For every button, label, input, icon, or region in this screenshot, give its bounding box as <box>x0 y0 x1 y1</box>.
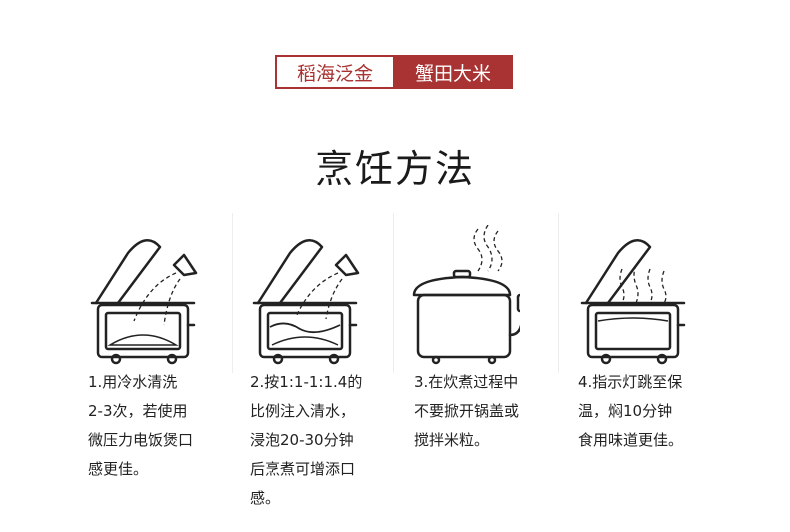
step-1-instruction: 1.用冷水清洗 2-3次，若使用 微压力电饭煲口 感更佳。 <box>88 373 194 478</box>
rice-cooker-pour-icon <box>90 239 198 365</box>
brand-banner: 稻海泛金 蟹田大米 <box>275 55 513 89</box>
slogan-label: 稻海泛金 <box>275 55 393 89</box>
product-name-label: 蟹田大米 <box>393 55 513 89</box>
step-3-instruction: 3.在炊煮过程中 不要掀开锅盖或 搅拌米粒。 <box>414 373 520 449</box>
rice-cooker-water-icon <box>252 239 360 365</box>
rice-cooker-keep-warm-icon <box>580 239 686 365</box>
step-2-instruction: 2.按1:1-1:1.4的 比例注入清水， 浸泡20-30分钟 后烹煮可增添口 … <box>250 373 363 507</box>
step-4-instruction: 4.指示灯跳至保 温，焖10分钟 食用味道更佳。 <box>578 373 684 449</box>
rice-cooker-steam-icon <box>412 225 520 365</box>
step-divider <box>558 213 559 373</box>
page-title: 烹饪方法 <box>314 147 475 191</box>
step-divider <box>232 213 233 373</box>
step-divider <box>393 213 394 373</box>
